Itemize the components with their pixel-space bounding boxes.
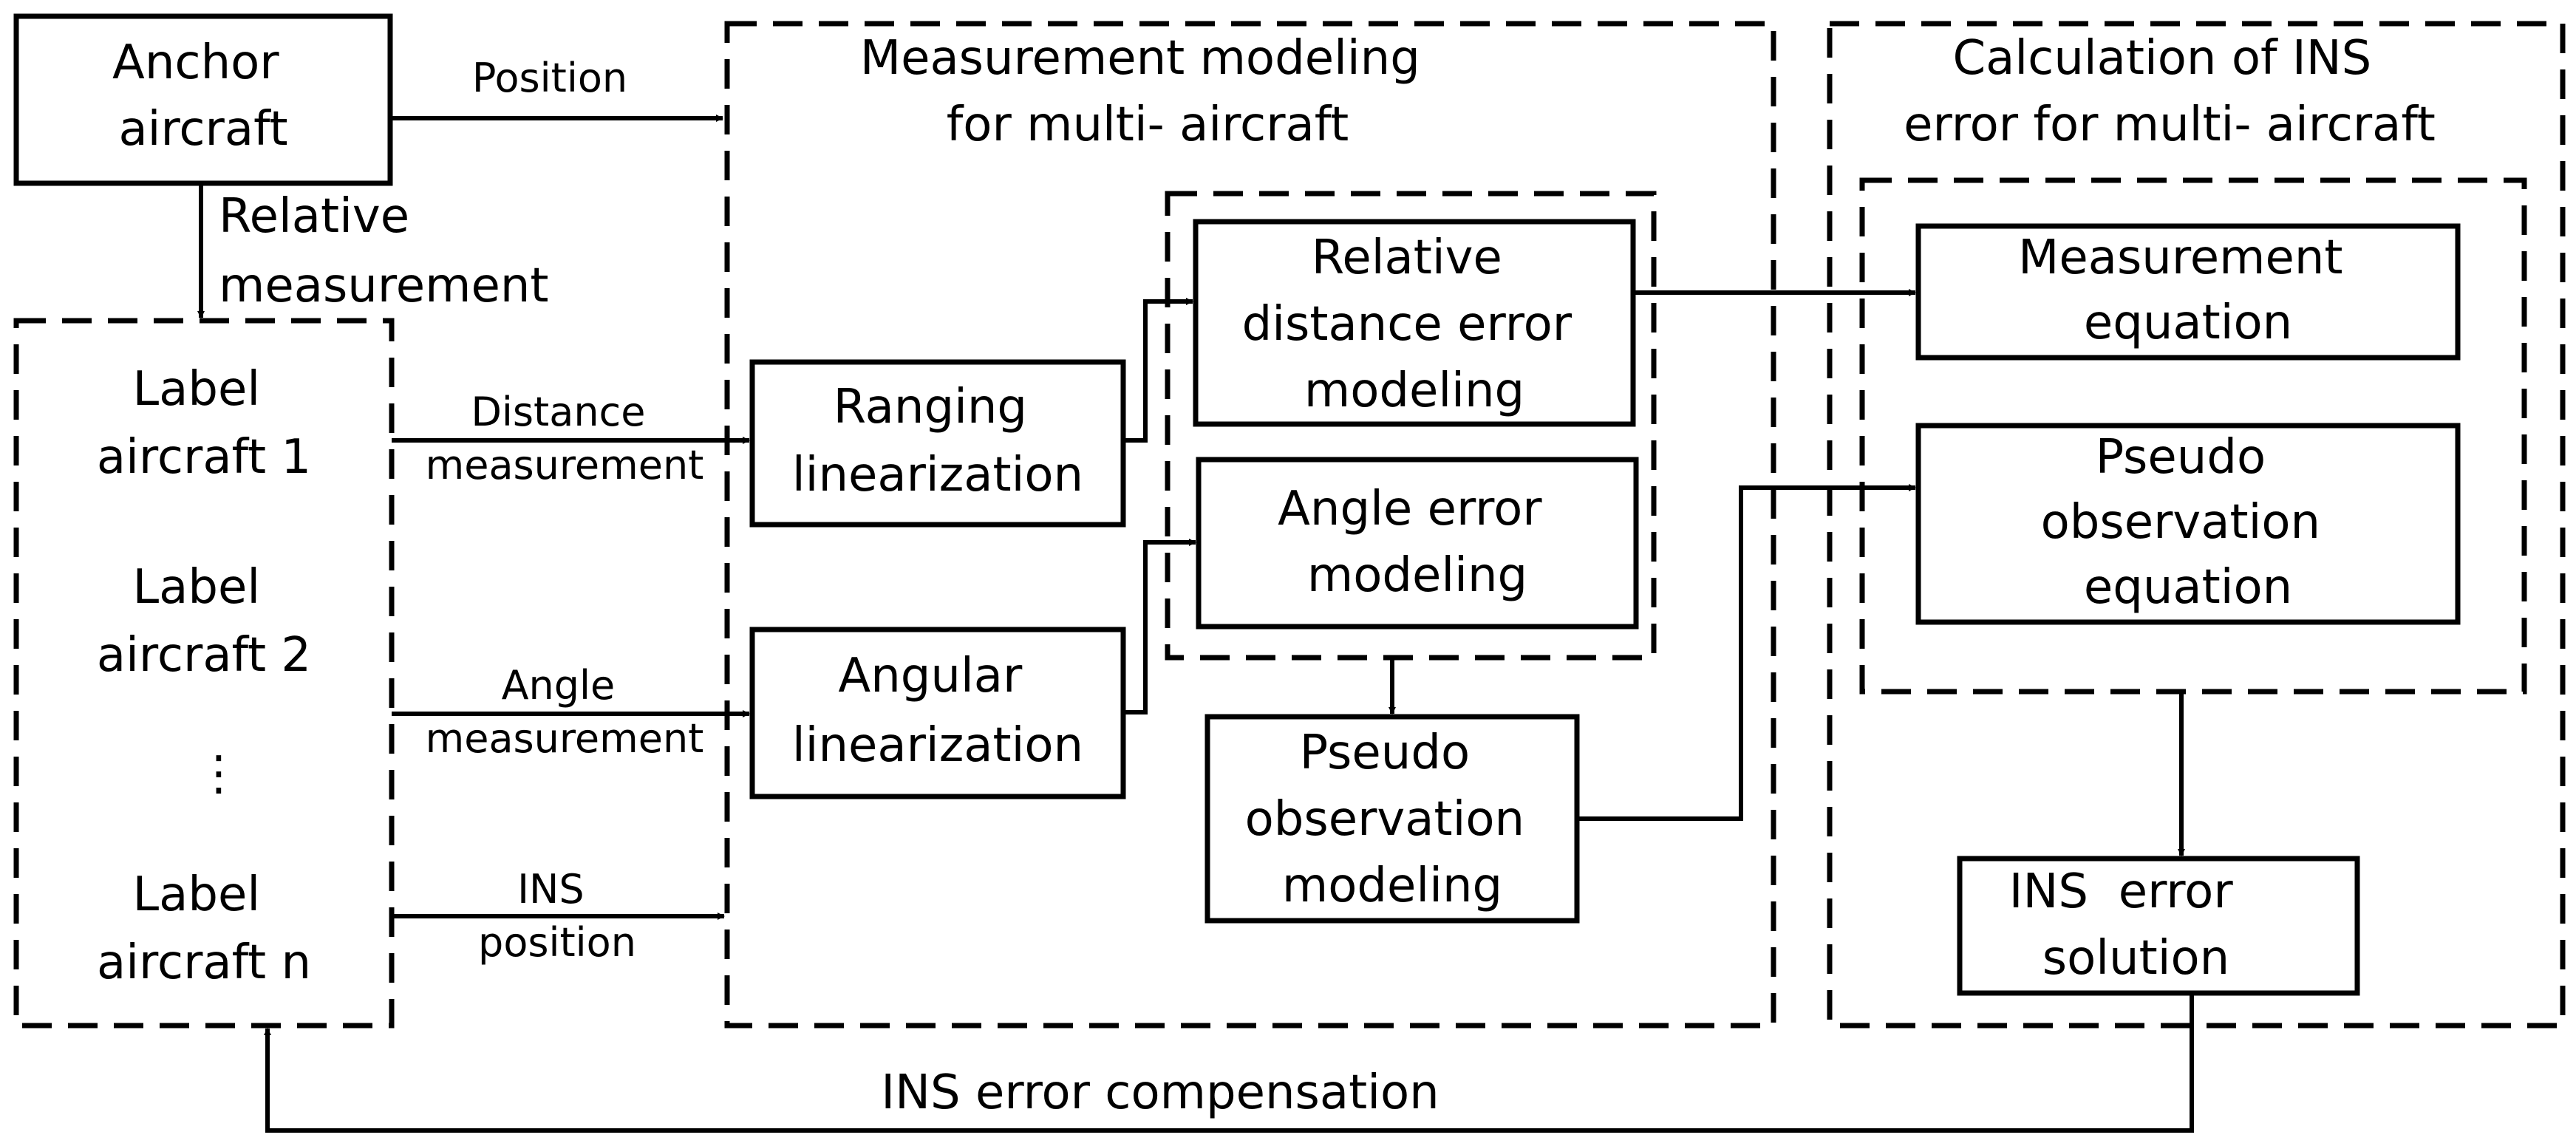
angle-error-modeling-label: Angle error modeling: [1278, 482, 1557, 603]
pseudo-observation-equation-label: Pseudo observation equation: [2041, 430, 2336, 615]
distance-measurement-edge-label: Distance measurement: [426, 389, 704, 488]
relative-measurement-edge-label: Relative measurement: [219, 189, 549, 313]
label-aircraft-2-label: Label aircraft 2: [97, 560, 311, 683]
relative-distance-error-label: Relative distance error modeling: [1242, 231, 1587, 418]
position-edge-label: Position: [472, 55, 627, 101]
measurement-equation-label: Measurement equation: [2018, 231, 2358, 350]
pseudo-observation-modeling-box: [1204, 714, 1580, 924]
ranging-linearization-label: Ranging linearization: [792, 380, 1083, 502]
label-aircraft-group: [13, 318, 395, 1029]
angular-to-angle-arrow: [1123, 539, 1196, 714]
pseudo-observation-equation-box: [1915, 423, 2461, 625]
ins-position-edge-label: INS position: [478, 866, 636, 966]
ranging-linearization-box: [749, 359, 1126, 528]
measurement-equation-box: [1915, 223, 2461, 361]
angular-linearization-label: Angular linearization: [792, 649, 1083, 773]
ins-compensation-arrow: [264, 993, 2194, 1133]
angle-measurement-edge-label: Angle measurement: [426, 662, 704, 762]
relative-distance-error-box: [1193, 219, 1636, 427]
ins-error-solution-box: [1957, 856, 2360, 996]
angle-error-modeling-box: [1196, 457, 1639, 630]
pseudo-modeling-to-equation-arrow: [1577, 484, 1916, 821]
calculation-group-title: Calculation of INS error for multi- airc…: [1904, 31, 2436, 152]
error-modeling-subgroup: [1165, 191, 1657, 661]
angular-linearization-box: [749, 627, 1126, 799]
measurement-group-title: Measurement modeling for multi- aircraft: [860, 31, 1435, 152]
pseudo-observation-modeling-label: Pseudo observation modeling: [1245, 726, 1540, 913]
label-aircraft-n-label: Label aircraft n: [97, 867, 311, 990]
anchor-aircraft-label: Anchor aircraft: [112, 35, 294, 157]
anchor-aircraft-box: [13, 13, 393, 186]
ins-error-solution-label: INS error solution: [2009, 864, 2234, 986]
ellipsis-label: ⋮: [195, 746, 242, 801]
ins-compensation-edge-label: INS error compensation: [881, 1065, 1439, 1120]
equation-subgroup: [1859, 177, 2527, 695]
label-aircraft-1-label: Label aircraft 1: [97, 362, 311, 485]
ins-calculation-group: [1827, 21, 2566, 1029]
measurement-modeling-group: [724, 21, 1776, 1029]
ranging-to-distance-arrow: [1123, 298, 1193, 443]
